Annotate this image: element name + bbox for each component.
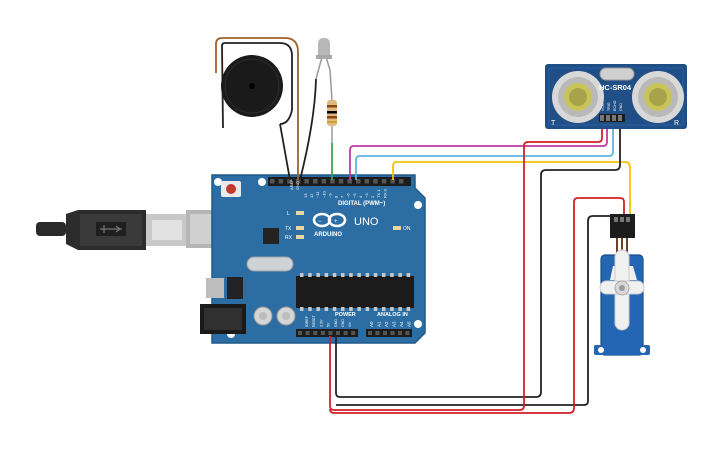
on-led-label: ON: [403, 226, 411, 232]
analog-pin-label: A0: [369, 321, 374, 327]
board-leds: L TX RX ON: [285, 211, 411, 241]
svg-text:+: +: [334, 219, 338, 225]
digital-pin-label: 7: [340, 195, 345, 198]
analog-pin-label: A2: [384, 321, 389, 327]
digital-pin-label: RX 0: [382, 188, 387, 198]
gnd-label: GND: [295, 181, 300, 190]
power-pin-label: IOREF: [305, 315, 309, 327]
sensor-t-label: T: [551, 120, 556, 127]
voltage-regulator: [227, 277, 243, 299]
digital-label: DIGITAL (PWM~): [338, 201, 385, 207]
sensor-model-label: HC-SR04: [599, 83, 632, 92]
svg-text:−: −: [318, 219, 322, 225]
analog-pin-label: A3: [392, 321, 397, 327]
arduino-logo: − + ARDUINO UNO: [312, 212, 379, 238]
rx-led-label: RX: [285, 235, 293, 241]
resistor: [327, 69, 337, 143]
power-pin-label: RESET: [312, 314, 316, 327]
digital-pin-label: 4: [358, 195, 363, 198]
transmitter: [552, 71, 604, 123]
power-pin-label: Vin: [348, 322, 352, 327]
led-ground-wire: [299, 78, 317, 181]
arduino-brand-label: ARDUINO: [314, 232, 342, 238]
usb-jack: [206, 278, 224, 298]
aref-label: AREF: [289, 179, 294, 190]
sensor-pins: [599, 114, 625, 122]
arduino-model-label: UNO: [354, 216, 379, 228]
atmega-chip: [296, 273, 414, 311]
power-label: POWER: [335, 312, 356, 318]
digital-pin-label: 13: [303, 193, 308, 198]
wires: [329, 128, 631, 414]
digital-pin-label: ~11: [315, 191, 320, 198]
capacitors: [253, 306, 296, 326]
l-led-label: L: [287, 211, 290, 217]
sensor-pin-label: TRIG: [607, 102, 611, 111]
digital-pin-label: ~3: [364, 193, 369, 198]
power-pin-label: GND: [341, 319, 345, 327]
analog-pin-label: A4: [399, 321, 404, 327]
digital-pin-label: ~10: [321, 190, 326, 198]
power-pin-label: 5V: [327, 322, 331, 327]
sensor-pin-label: VCC: [601, 103, 605, 111]
power-pin-label: 3.3V: [319, 319, 323, 327]
piezo-buzzer: [215, 37, 299, 181]
power-jack: [200, 304, 246, 334]
usb-chip: [263, 228, 279, 244]
usb-cable: [36, 210, 228, 250]
servo-motor: [594, 214, 650, 356]
digital-pin-label: ~6: [346, 193, 351, 198]
analog-pin-label: A1: [377, 321, 382, 327]
led: [315, 38, 332, 80]
digital-pin-label: TX 1: [376, 189, 381, 198]
digital-pin-label: ~5: [352, 193, 357, 198]
receiver: [632, 71, 684, 123]
digital-pin-label: ~9: [327, 193, 332, 198]
analog-label: ANALOG IN: [377, 312, 408, 318]
reset-button[interactable]: [221, 181, 241, 197]
crystal-oscillator: [246, 256, 294, 272]
sensor-pin-label: GND: [619, 103, 623, 111]
sensor-crystal: [599, 67, 635, 81]
power-pin-label: GND: [334, 319, 338, 327]
digital-pin-label: 2: [370, 195, 375, 198]
sensor-pin-label: ECHO: [613, 100, 617, 111]
digital-pin-label: 8: [334, 195, 339, 198]
analog-pin-label: A5: [407, 321, 412, 327]
tx-led-label: TX: [285, 226, 292, 232]
sensor-r-label: R: [674, 120, 679, 127]
digital-pin-label: 12: [309, 193, 314, 198]
servo-horn: [599, 249, 645, 331]
